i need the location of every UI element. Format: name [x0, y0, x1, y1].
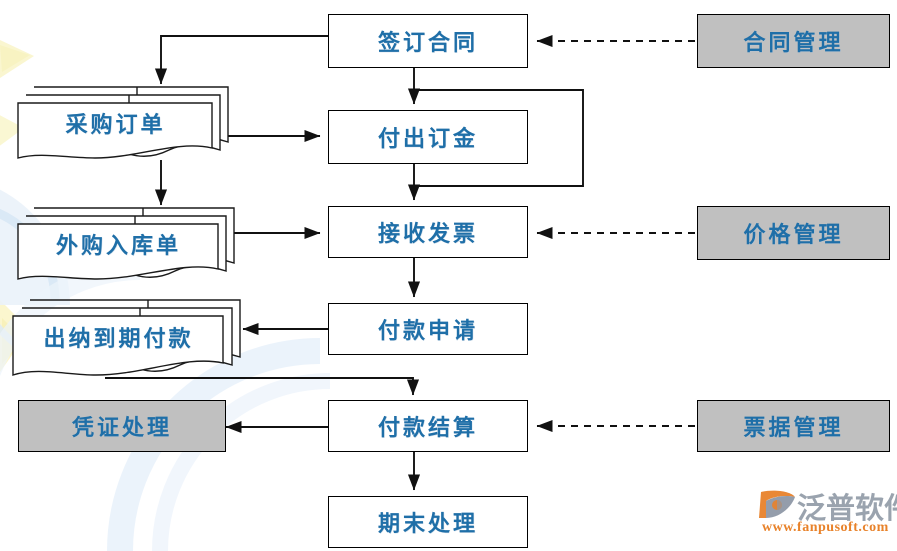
process-node-period-end[interactable]: 期末处理	[328, 496, 528, 548]
document-node-cashier-due-pay[interactable]: 出纳到期付款	[12, 297, 244, 381]
logo-brand-text: 泛普软件	[797, 493, 897, 525]
module-node-bill-mgmt[interactable]: 票据管理	[697, 400, 890, 452]
module-label-contract-mgmt: 合同管理	[743, 30, 844, 55]
process-label-payment-settle: 付款结算	[377, 415, 478, 440]
logo-url-text: www.fanpusoft.com	[762, 520, 889, 535]
doc-sheet-front	[12, 315, 224, 376]
doc-sheet-front	[17, 102, 213, 159]
watermark-logo: 泛普软件 www.fanpusoft.com	[757, 487, 897, 543]
process-node-payment-settle[interactable]: 付款结算	[328, 400, 528, 452]
process-label-pay-deposit: 付出订金	[377, 126, 478, 151]
process-node-sign-contract[interactable]: 签订合同	[328, 14, 528, 68]
process-label-sign-contract: 签订合同	[377, 30, 478, 55]
doc-sheet-front	[17, 223, 219, 280]
module-label-bill-mgmt: 票据管理	[743, 415, 844, 440]
process-label-receive-invoice: 接收发票	[377, 221, 478, 246]
module-node-voucher-proc[interactable]: 凭证处理	[18, 400, 226, 452]
process-node-pay-deposit[interactable]: 付出订金	[328, 110, 528, 164]
fanpu-logo-icon	[759, 490, 795, 518]
document-node-purchase-inbound[interactable]: 外购入库单	[17, 205, 239, 285]
document-node-purchase-order[interactable]: 采购订单	[17, 84, 233, 164]
module-node-contract-mgmt[interactable]: 合同管理	[697, 14, 890, 68]
process-node-receive-invoice[interactable]: 接收发票	[328, 206, 528, 258]
module-node-price-mgmt[interactable]: 价格管理	[697, 206, 890, 260]
wire-sign-contract-to-purchase-order	[154, 35, 328, 85]
module-label-price-mgmt: 价格管理	[743, 222, 844, 247]
process-node-payment-request[interactable]: 付款申请	[328, 303, 528, 355]
process-label-period-end: 期末处理	[377, 511, 478, 536]
module-label-voucher-proc: 凭证处理	[71, 415, 172, 440]
process-label-payment-request: 付款申请	[377, 318, 478, 343]
wire-sign-contract-bypass-to-receive-invoice	[414, 89, 584, 187]
wire-cashier-due-pay-to-payment-settle	[105, 377, 420, 396]
